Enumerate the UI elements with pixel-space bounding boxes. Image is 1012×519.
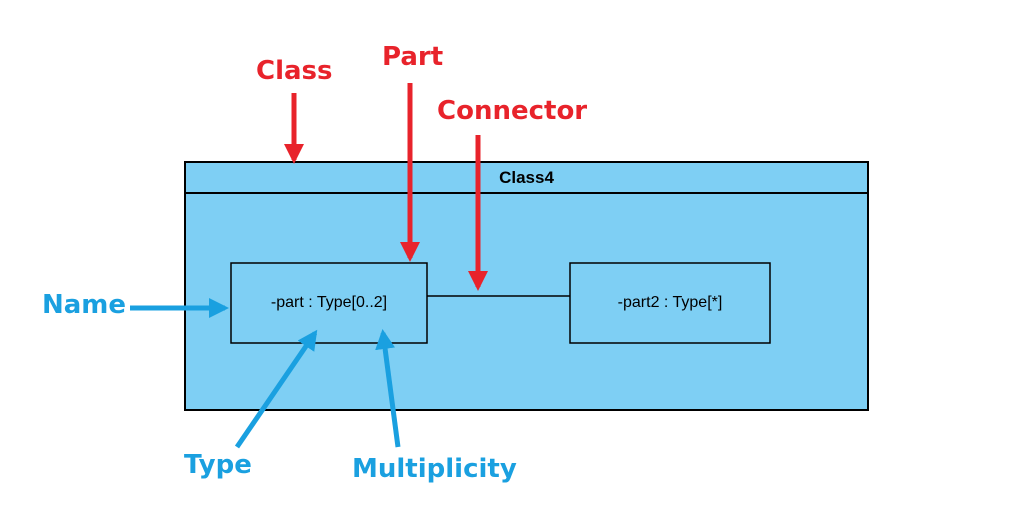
class-name: Class4: [499, 168, 554, 187]
annotation-type-label: Type: [184, 450, 252, 480]
multiplicity-arrow: [375, 329, 401, 448]
part-label-2: -part2 : Type[*]: [617, 294, 723, 311]
type-arrow: [234, 329, 318, 449]
annotation-multiplicity-label: Multiplicity: [352, 454, 517, 484]
annotation-part-label: Part: [382, 42, 444, 72]
part-box-2: [569, 262, 771, 344]
part-label-1: -part : Type[0..2]: [270, 294, 388, 311]
annotation-name-label: Name: [42, 290, 127, 320]
annotation-connector-label: Connector: [437, 96, 588, 126]
annotation-class-label: Class: [256, 56, 333, 86]
